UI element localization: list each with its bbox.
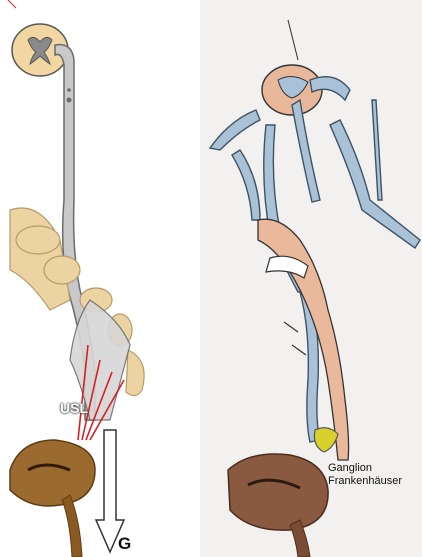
frankenhauser-ganglion: [314, 428, 338, 452]
ganglion-label-line2: Frankenhäuser: [328, 475, 402, 487]
left-diagram-svg: [0, 0, 196, 557]
uterus: [228, 454, 328, 530]
pointer-line: [288, 20, 298, 60]
left-diagram-panel: USL G: [0, 0, 196, 557]
usl-label: USL: [60, 400, 88, 416]
right-diagram-panel: Ganglion Frankenhäuser: [200, 0, 422, 557]
nerve-node-1: [67, 98, 72, 103]
ganglion-label-line1: Ganglion: [328, 462, 372, 474]
sacrum: [258, 219, 349, 460]
gravity-label: G: [118, 534, 131, 554]
vertebra-1: [16, 226, 60, 254]
cervix: [62, 495, 82, 557]
coccyx: [126, 350, 144, 396]
right-diagram-svg: [200, 0, 422, 557]
direction-marks: [284, 322, 306, 355]
uterus: [10, 440, 95, 506]
sympathetic-nerve-network: [210, 77, 420, 442]
nerve-node-2: [67, 88, 71, 92]
red-marker-line: [8, 0, 16, 8]
vertebra-2: [44, 256, 80, 284]
